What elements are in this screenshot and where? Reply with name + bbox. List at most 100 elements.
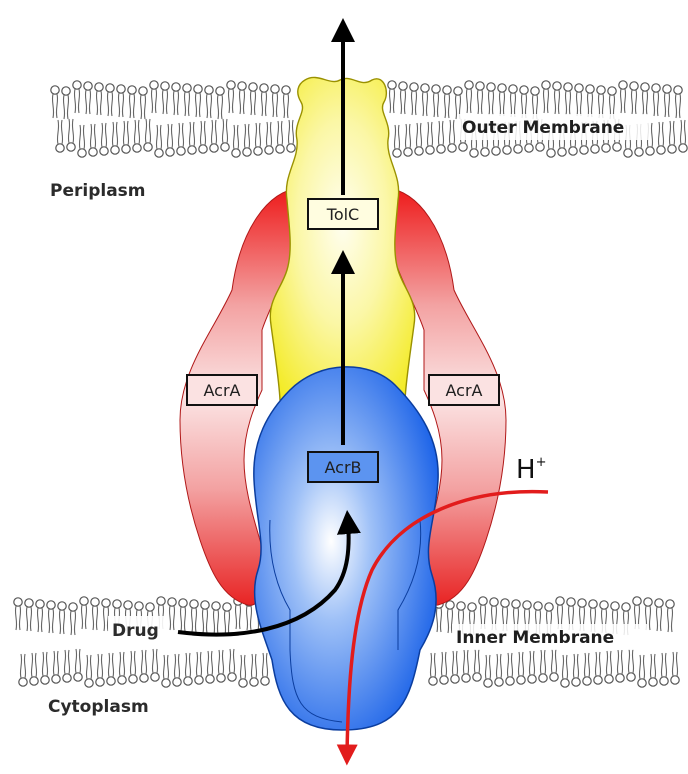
phospholipid: [404, 124, 412, 156]
phospholipid: [223, 603, 231, 635]
phospholipid: [287, 120, 295, 152]
phospholipid: [462, 650, 470, 682]
phospholipid: [52, 651, 60, 683]
phospholipid: [67, 119, 75, 151]
phospholipid: [282, 86, 290, 118]
phospholipid: [572, 654, 580, 686]
phospholipid: [51, 86, 59, 118]
phospholipid: [539, 650, 547, 682]
phospholipid: [465, 81, 473, 113]
phospholipid: [139, 87, 147, 119]
phospholipid: [201, 601, 209, 633]
phospholipid: [426, 122, 434, 154]
acra-left-label: AcrA: [204, 381, 241, 400]
phospholipid: [663, 85, 671, 117]
phospholipid: [221, 119, 229, 151]
phospholipid: [657, 122, 665, 154]
phospholipid: [96, 654, 104, 686]
phospholipid: [671, 652, 679, 684]
phospholipid: [216, 87, 224, 119]
phospholipid: [484, 655, 492, 687]
phospholipid: [30, 653, 38, 685]
phospholipid: [528, 651, 536, 683]
phospholipid: [195, 652, 203, 684]
phospholipid: [520, 86, 528, 118]
phospholipid: [100, 123, 108, 155]
phospholipid: [517, 652, 525, 684]
phospholipid: [36, 600, 44, 632]
phospholipid: [399, 82, 407, 114]
cytoplasm-label: Cytoplasm: [48, 697, 149, 717]
phospholipid: [188, 122, 196, 154]
phospholipid: [117, 85, 125, 117]
phospholipid: [155, 125, 163, 157]
phospholipid: [47, 601, 55, 633]
phospholipid: [638, 655, 646, 687]
phospholipid: [161, 82, 169, 114]
phospholipid: [232, 125, 240, 157]
acrb-label: AcrB: [324, 458, 361, 477]
phospholipid: [575, 84, 583, 116]
phospholipid: [239, 655, 247, 687]
phospholipid: [627, 649, 635, 681]
phospholipid: [238, 82, 246, 114]
phospholipid: [144, 119, 152, 151]
drug-label: Drug: [112, 621, 159, 641]
phospholipid: [166, 124, 174, 156]
phospholipid: [473, 649, 481, 681]
phospholipid: [451, 651, 459, 683]
phospholipid: [506, 653, 514, 685]
phospholipid: [616, 650, 624, 682]
phospholipid: [177, 123, 185, 155]
phospholipid: [443, 86, 451, 118]
phospholipid: [85, 655, 93, 687]
phospholipid: [564, 83, 572, 115]
phospholipid: [212, 602, 220, 634]
phospholipid: [58, 602, 66, 634]
phospholipid: [78, 125, 86, 157]
phospholipid: [388, 81, 396, 113]
phospholipid: [660, 653, 668, 685]
phospholipid: [487, 83, 495, 115]
phospholipid: [597, 86, 605, 118]
phospholipid: [69, 603, 77, 635]
phospholipid: [162, 655, 170, 687]
phospholipid: [73, 81, 81, 113]
phospholipid: [190, 600, 198, 632]
phospholipid: [62, 87, 70, 119]
phospholipid: [74, 649, 82, 681]
phospholipid: [243, 124, 251, 156]
phospholipid: [254, 123, 262, 155]
phospholipid: [421, 84, 429, 116]
acra-right-label: AcrA: [446, 381, 483, 400]
phospholipid: [63, 650, 71, 682]
phospholipid: [122, 121, 130, 153]
acrb-protein: [254, 367, 438, 730]
phospholipid: [550, 649, 558, 681]
phospholipid: [495, 654, 503, 686]
phospholipid: [206, 651, 214, 683]
phospholipid: [410, 83, 418, 115]
phospholipid: [227, 81, 235, 113]
phospholipid: [415, 123, 423, 155]
phospholipid: [179, 599, 187, 631]
phospholipid: [194, 85, 202, 117]
phospholipid: [173, 654, 181, 686]
phospholipid: [41, 652, 49, 684]
phospholipid: [184, 653, 192, 685]
phospholipid: [250, 654, 258, 686]
phospholipid: [630, 82, 638, 114]
phospholipid: [111, 122, 119, 154]
phospholipid: [106, 84, 114, 116]
phospholipid: [107, 653, 115, 685]
phospholipid: [133, 120, 141, 152]
phospholipid: [432, 85, 440, 117]
phospholipid: [440, 652, 448, 684]
phospholipid: [498, 84, 506, 116]
phospholipid: [674, 86, 682, 118]
phospholipid: [14, 598, 22, 630]
phospholipid: [641, 83, 649, 115]
phospholipid: [128, 86, 136, 118]
phospholipid: [95, 83, 103, 115]
